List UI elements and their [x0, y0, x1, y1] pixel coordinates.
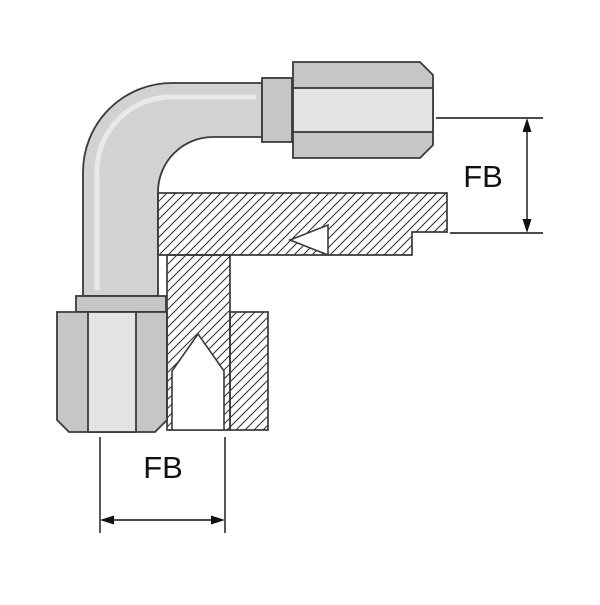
dimension-label-bottom: FB [143, 450, 183, 485]
port-wall-section [229, 311, 269, 431]
nut-hex-face [87, 311, 137, 433]
cone-seat-right-port [287, 223, 329, 257]
elbow-tube [82, 82, 263, 297]
dimension-right: FB [436, 117, 543, 234]
dimension-label-right: FB [463, 159, 503, 194]
arrowhead-down [522, 219, 532, 233]
nut-hex-face [292, 87, 434, 133]
elbow-body [82, 77, 293, 297]
body-section-horizontal-arm [157, 192, 448, 256]
arrowhead-left [100, 515, 114, 525]
cross-section [157, 192, 448, 431]
bottom-swivel-nut [56, 295, 168, 433]
arrowhead-up [522, 118, 532, 132]
bore-bottom-port [171, 332, 225, 431]
tube-highlight [94, 94, 256, 290]
swivel-ring [75, 295, 167, 313]
arrowhead-right [211, 515, 225, 525]
top-swivel-nut [292, 61, 434, 159]
dimension-bottom: FB [99, 437, 226, 533]
tube-collar [261, 77, 293, 143]
